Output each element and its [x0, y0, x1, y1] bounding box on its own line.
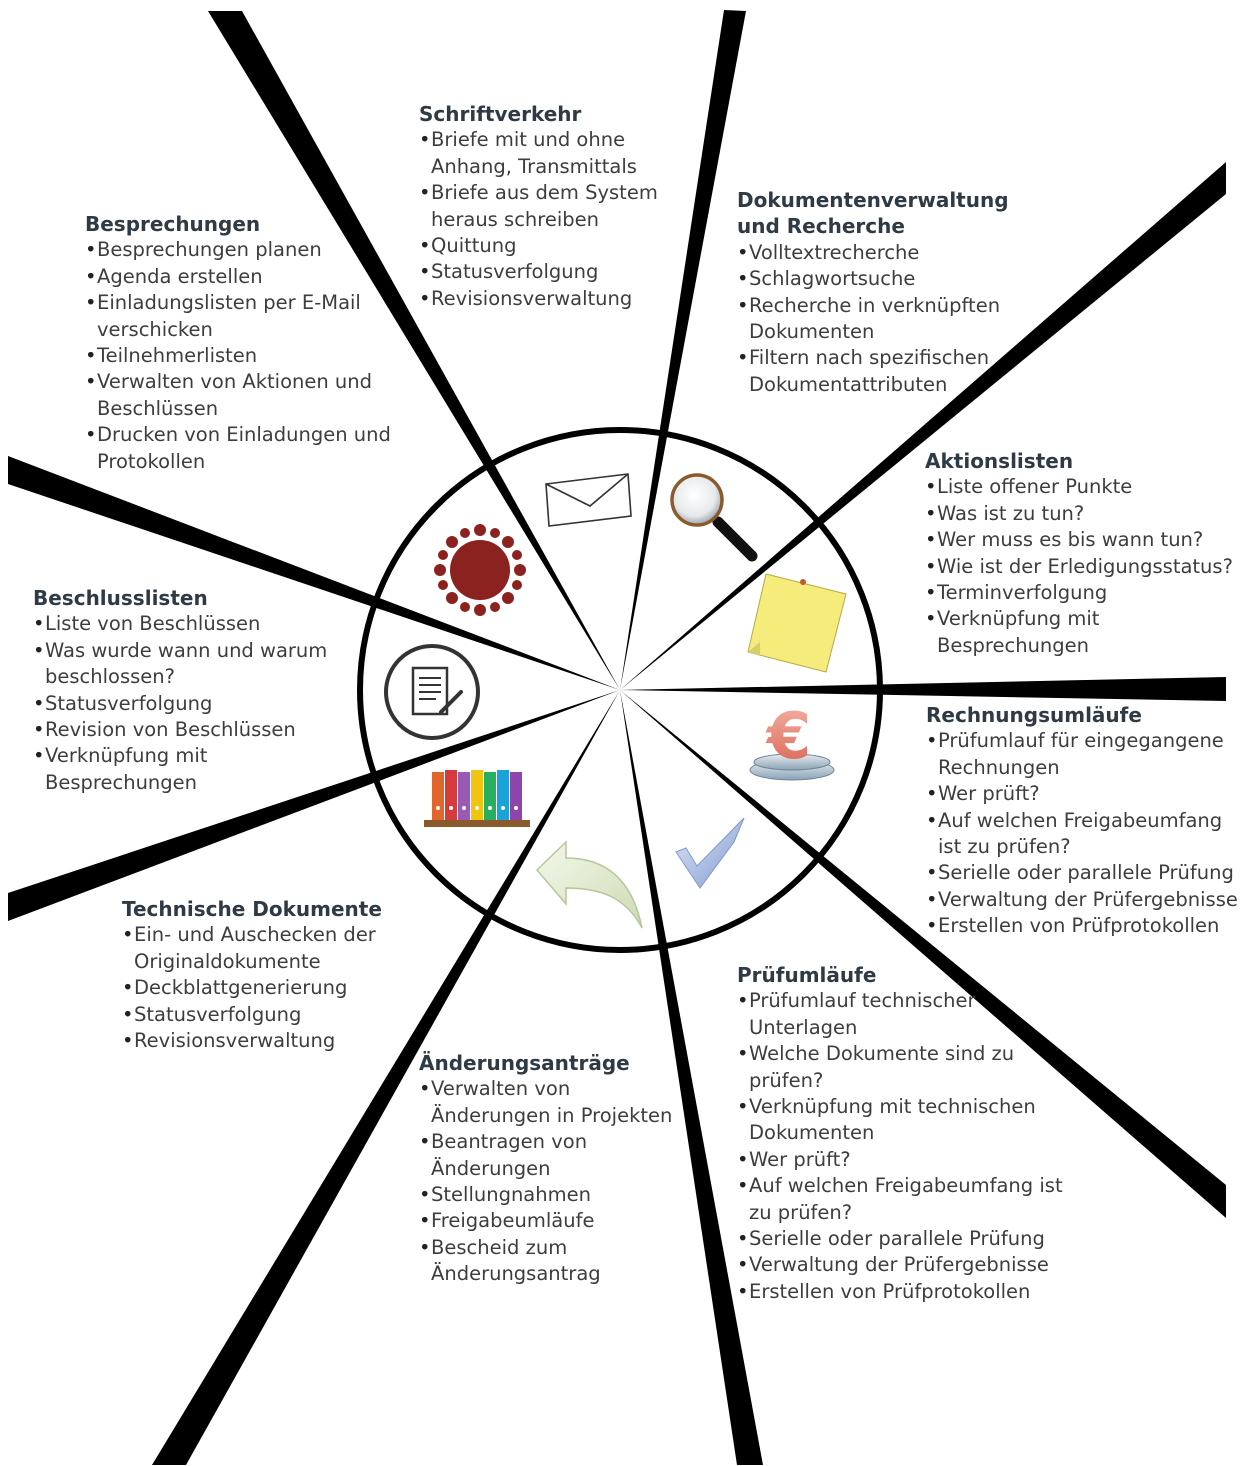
list-item: Filtern nach spezifischen Dokumentattrib… — [737, 345, 1007, 398]
list-item: Stellungnahmen — [419, 1182, 679, 1209]
meeting-icon — [434, 524, 526, 616]
list-item: Prüfumlauf technischer Unterlagen — [737, 988, 989, 1041]
list-item: Agenda erstellen — [85, 264, 405, 291]
document-edit-icon — [384, 644, 480, 740]
section-title: Prüfumläufe — [737, 963, 877, 987]
list-item: Verknüpfung mit Besprechungen — [925, 606, 1137, 659]
list-item: Verwaltung der Prüfergebnisse — [926, 887, 1246, 914]
envelope-icon — [545, 473, 632, 527]
list-item: Wer prüft? — [926, 781, 1246, 808]
section-title: Schriftverkehr — [419, 102, 582, 126]
list-item: Deckblattgenerierung — [122, 975, 392, 1002]
list-item: Verknüpfung mit technischen Dokumenten — [737, 1094, 1049, 1147]
section-title: Änderungsanträge — [419, 1051, 630, 1075]
back-arrow-icon — [535, 840, 643, 929]
bullet-list: Briefe mit und ohne Anhang, Transmittals… — [419, 127, 679, 312]
bullet-list: Volltextrecherche Schlagwortsuche Recher… — [737, 240, 1007, 398]
section-title: Besprechungen — [85, 212, 261, 236]
list-item: Drucken von Einladungen und Protokollen — [85, 422, 405, 475]
section-schriftverkehr: Schriftverkehr Briefe mit und ohne Anhan… — [419, 101, 679, 313]
bullet-list: Liste offener Punkte Was ist zu tun? Wer… — [925, 474, 1245, 659]
section-aenderungsantraege: Änderungsanträge Verwalten von Änderunge… — [419, 1050, 679, 1288]
spoke-wnw — [8, 456, 620, 690]
spokes — [8, 10, 1226, 1465]
checkmark-icon — [675, 817, 745, 889]
list-item: Briefe aus dem System heraus schreiben — [419, 180, 679, 233]
list-item: Ein- und Auschecken der Originaldokument… — [122, 922, 392, 975]
spoke-n — [620, 10, 746, 690]
list-item: Freigabeumläufe — [419, 1208, 679, 1235]
spoke-ne — [620, 162, 1226, 690]
spoke-s — [620, 690, 763, 1465]
list-item: Was wurde wann und warum beschlossen? — [33, 638, 335, 691]
list-item: Volltextrecherche — [737, 240, 1007, 267]
section-title: Technische Dokumente — [122, 897, 382, 921]
list-item: Terminverfolgung — [925, 580, 1245, 607]
hub-circle — [357, 427, 883, 953]
bullet-list: Liste von Beschlüssen Was wurde wann und… — [33, 611, 343, 796]
list-item: Revisionsverwaltung — [419, 286, 679, 313]
bullet-list: Prüfumlauf technischer Unterlagen Welche… — [737, 988, 1063, 1306]
spoke-sw — [152, 690, 620, 1465]
svg-text:€: € — [765, 700, 812, 774]
binders-icon — [424, 770, 530, 827]
spoke-nw — [208, 11, 620, 690]
list-item: Statusverfolgung — [122, 1002, 392, 1029]
spoke-e — [620, 677, 1226, 701]
list-item: Wie ist der Erledigungsstatus? — [925, 554, 1245, 581]
list-item: Revisionsverwaltung — [122, 1028, 392, 1055]
list-item: Statusverfolgung — [33, 691, 343, 718]
list-item: Welche Dokumente sind zu prüfen? — [737, 1041, 1039, 1094]
list-item: Statusverfolgung — [419, 259, 679, 286]
list-item: Quittung — [419, 233, 679, 260]
section-title: Aktionslisten — [925, 449, 1074, 473]
magnifier-icon — [670, 473, 758, 562]
list-item: Einladungslisten per E-Mail verschicken — [85, 290, 405, 343]
section-rechnungsumlaeufe: Rechnungsumläufe Prüfumlauf für eingegan… — [926, 702, 1246, 940]
list-item: Liste von Beschlüssen — [33, 611, 343, 638]
section-beschlusslisten: Beschlusslisten Liste von Beschlüssen Wa… — [33, 585, 343, 796]
list-item: Liste offener Punkte — [925, 474, 1245, 501]
bullet-list: Prüfumlauf für eingegangene Rechnungen W… — [926, 728, 1246, 940]
section-title: Rechnungsumläufe — [926, 703, 1142, 727]
list-item: Teilnehmerlisten — [85, 343, 405, 370]
spoke-w — [8, 690, 620, 921]
bullet-list: Besprechungen planen Agenda erstellen Ei… — [85, 237, 405, 475]
bullet-list: Ein- und Auschecken der Originaldokument… — [122, 922, 392, 1054]
list-item: Erstellen von Prüfprotokollen — [926, 913, 1246, 940]
section-pruefumlaeufe: Prüfumläufe Prüfumlauf technischer Unter… — [737, 962, 1063, 1306]
bullet-list: Verwalten von Änderungen in Projekten Be… — [419, 1076, 679, 1287]
list-item: Serielle oder parallele Prüfung — [737, 1226, 1057, 1253]
section-title: Beschlusslisten — [33, 586, 208, 610]
list-item: Besprechungen planen — [85, 237, 405, 264]
list-item: Beantragen von Änderungen — [419, 1129, 591, 1182]
list-item: Was ist zu tun? — [925, 501, 1245, 528]
section-title: Dokumentenverwaltung und Recherche — [737, 188, 1009, 239]
spoke-se — [620, 690, 1226, 1218]
section-technische-dokumente: Technische Dokumente Ein- und Auschecken… — [122, 896, 392, 1055]
list-item: Verknüpfung mit Besprechungen — [33, 743, 245, 796]
section-dokumentenverwaltung: Dokumentenverwaltung und Recherche Vollt… — [737, 187, 1009, 398]
list-item: Wer muss es bis wann tun? — [925, 527, 1245, 554]
section-aktionslisten: Aktionslisten Liste offener Punkte Was i… — [925, 448, 1245, 659]
list-item: Serielle oder parallele Prüfung — [926, 860, 1246, 887]
list-item: Schlagwortsuche — [737, 266, 1007, 293]
list-item: Verwaltung der Prüfergebnisse — [737, 1252, 1057, 1279]
list-item: Auf welchen Freigabeumfang ist zu prüfen… — [926, 808, 1238, 861]
list-item: Briefe mit und ohne Anhang, Transmittals — [419, 127, 679, 180]
list-item: Erstellen von Prüfprotokollen — [737, 1279, 1057, 1306]
list-item: Auf welchen Freigabeumfang ist zu prüfen… — [737, 1173, 1069, 1226]
list-item: Recherche in verknüpften Dokumenten — [737, 293, 1007, 346]
list-item: Bescheid zum Änderungsantrag — [419, 1235, 621, 1288]
euro-coin-icon: € — [749, 700, 835, 781]
section-besprechungen: Besprechungen Besprechungen planen Agend… — [85, 211, 405, 475]
list-item: Verwalten von Aktionen und Beschlüssen — [85, 369, 405, 422]
list-item: Prüfumlauf für eingegangene Rechnungen — [926, 728, 1238, 781]
sticky-note-icon — [747, 573, 847, 673]
list-item: Verwalten von Änderungen in Projekten — [419, 1076, 679, 1129]
list-item: Revision von Beschlüssen — [33, 717, 343, 744]
list-item: Wer prüft? — [737, 1147, 1057, 1174]
